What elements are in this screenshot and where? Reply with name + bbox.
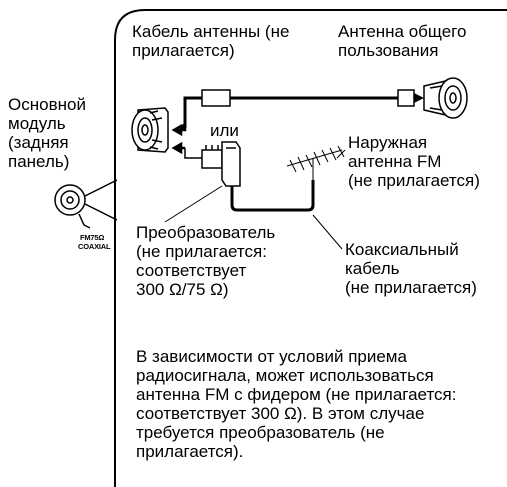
antenna-cable-label: Кабель антенны (не прилагается)	[132, 22, 290, 60]
coax-cable-label: Коаксиальный кабель (не прилагается)	[345, 240, 477, 297]
jack-coaxial-label: COAXIAL	[78, 242, 111, 251]
antenna-cable-plug-right	[397, 89, 415, 107]
outdoor-antenna-icon	[286, 145, 345, 180]
converter-label: Преобразователь (не прилагается: соответ…	[136, 223, 276, 299]
or-label: или	[210, 121, 239, 140]
common-antenna-socket-icon	[423, 77, 468, 119]
coaxial-cable	[230, 180, 315, 212]
main-unit-label: Основной модуль (задняя панель)	[8, 95, 86, 171]
converter-leader	[164, 185, 223, 223]
diagram-frame	[114, 9, 507, 487]
antenna-cable-plug-left	[201, 89, 231, 107]
coax-leader	[312, 214, 343, 250]
jack-fm-label: FM75Ω	[80, 233, 105, 242]
converter-icon	[184, 141, 241, 187]
outdoor-antenna-leader	[336, 149, 346, 159]
arrow-lower-icon	[171, 141, 185, 155]
outdoor-antenna-label: Наружная антенна FM (не прилагается)	[348, 133, 480, 190]
common-antenna-label: Антенна общего пользования	[338, 22, 467, 60]
left-plug-icon	[131, 107, 169, 153]
note-text: В зависимости от условий приема радиосиг…	[136, 347, 457, 461]
main-unit-jack	[54, 179, 118, 229]
antenna-cable	[183, 96, 398, 128]
arrow-upper-icon	[171, 122, 187, 137]
